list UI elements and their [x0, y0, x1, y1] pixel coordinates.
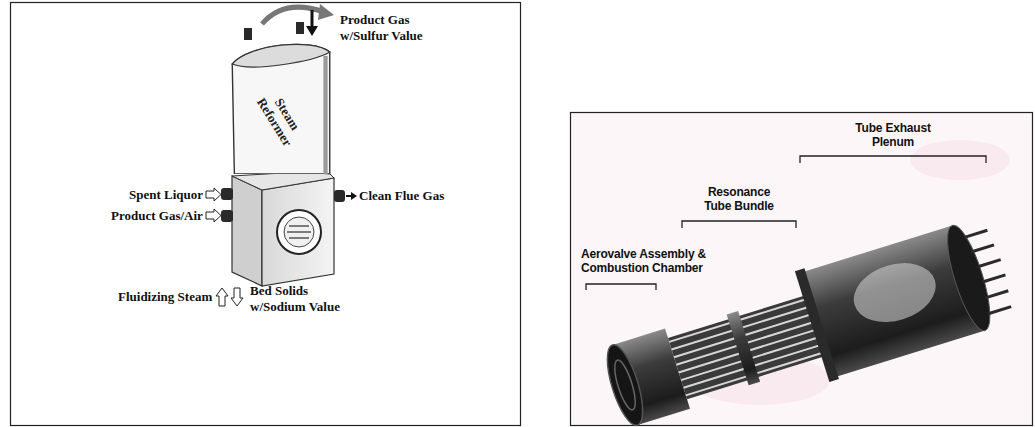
base-top-face — [232, 172, 334, 190]
label-holder: Product Gas/Air — [111, 208, 203, 224]
label-holder: Resonance Tube Bundle — [697, 185, 781, 213]
reformer-base — [221, 22, 345, 286]
bracket — [586, 284, 656, 290]
block-arrow — [206, 209, 221, 222]
arrow-head — [318, 4, 334, 20]
block-arrow — [206, 188, 221, 201]
flow-label: Fluidizing Steam — [118, 289, 212, 305]
pin — [985, 291, 1008, 298]
pin — [971, 245, 994, 252]
bracket — [682, 221, 796, 228]
part-label: Resonance Tube Bundle — [697, 185, 781, 213]
aerovalve-end — [600, 341, 650, 427]
flow-label: Product Gas/Air — [111, 208, 203, 224]
pin — [964, 230, 987, 237]
port-inner — [284, 217, 314, 247]
reformer-vessel: Steam Reformer — [228, 38, 334, 174]
nozzle — [334, 190, 345, 202]
flow-arrows — [206, 4, 357, 306]
down-block-arrow — [231, 288, 243, 306]
curved-arrow — [262, 7, 324, 24]
base-side-face — [232, 176, 262, 286]
label-holder: Fluidizing Steam — [118, 289, 212, 305]
vessel-cap — [232, 44, 330, 67]
port-circle — [277, 210, 321, 254]
flow-label: Clean Flue Gas — [359, 188, 444, 204]
tube-bundle — [668, 295, 825, 399]
nozzle — [221, 188, 233, 200]
label-holder: Tube Exhaust Plenum — [847, 121, 939, 149]
pin — [983, 275, 1006, 282]
pin — [988, 307, 1011, 314]
vessel-shade — [323, 56, 327, 174]
pin — [978, 260, 1001, 267]
nozzle — [244, 28, 252, 40]
label-holder: Aerovalve Assembly & Combustion Chamber — [581, 247, 721, 275]
highlight — [846, 253, 943, 331]
flow-label: Product Gas w/Sulfur Value — [340, 12, 448, 44]
bracket — [800, 156, 986, 163]
tube-collar — [727, 311, 760, 385]
right-frame — [571, 113, 1033, 426]
part-label: Tube Exhaust Plenum — [847, 121, 939, 149]
arrow-head — [306, 26, 318, 36]
left-frame — [11, 3, 521, 426]
flow-label: Bed Solids w/Sodium Value — [250, 283, 362, 315]
base-front-face — [262, 178, 334, 286]
vessel-body — [232, 44, 330, 174]
down-arrow — [311, 10, 314, 28]
up-block-arrow — [216, 288, 228, 306]
label-holder: Bed Solids w/Sodium Value — [250, 283, 362, 315]
resonance-tubes — [669, 299, 824, 396]
part-label: Aerovalve Assembly & Combustion Chamber — [581, 247, 721, 275]
nozzle — [221, 210, 233, 222]
label-holder: Spent Liquor — [129, 187, 203, 203]
aerovalve-ring — [611, 358, 640, 412]
label-holder: Clean Flue Gas — [359, 188, 444, 204]
end-pins — [964, 229, 1015, 314]
arrow-head — [351, 192, 357, 200]
port-grille — [287, 226, 311, 238]
background-tint — [910, 140, 1010, 180]
pulse-combustor — [595, 212, 1020, 427]
flow-label: Spent Liquor — [129, 187, 203, 203]
label-holder: Product Gas w/Sulfur Value — [340, 12, 448, 44]
plenum-end — [939, 221, 998, 334]
plenum-flange — [795, 268, 839, 382]
nozzle — [296, 22, 304, 34]
